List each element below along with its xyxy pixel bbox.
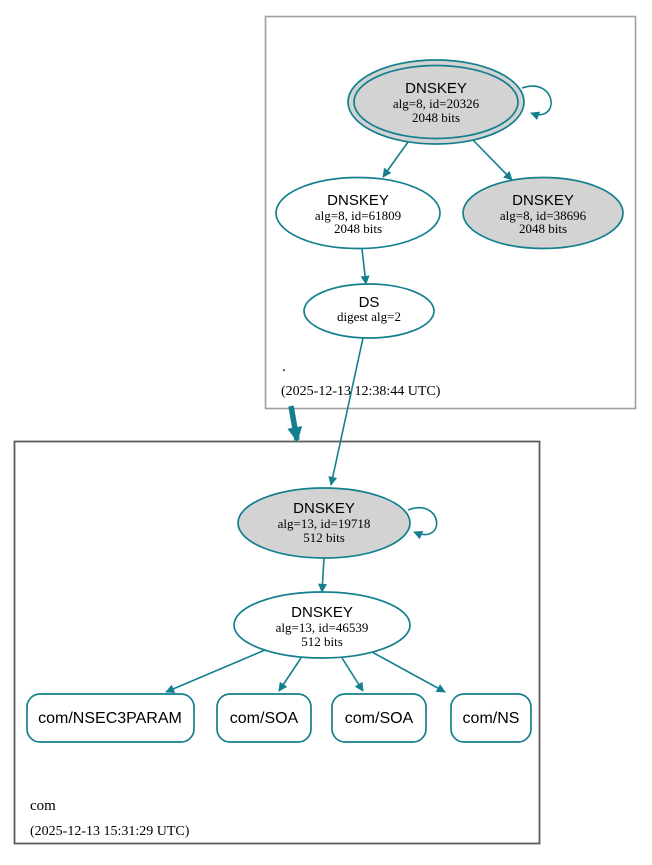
com-ksk-size: 512 bits [303, 530, 345, 545]
root-zsk-size: 2048 bits [334, 221, 382, 236]
edge-com-zsk-to-soa1-arrow [278, 657, 302, 692]
edge-com-zsk-to-nsec3param-arrow [165, 649, 266, 693]
root-zsk-ellipse[interactable] [275, 176, 441, 250]
rrset-com-soa-2-rect[interactable] [331, 693, 427, 743]
root-ksk-type: DNSKEY [405, 80, 467, 97]
root-ksk-detail: alg=8, id=20326 [393, 96, 480, 111]
edge-root-zsk-to-ds-arrow [360, 248, 370, 285]
com-ksk-type: DNSKEY [293, 500, 355, 517]
edge-ds-to-com-ksk-arrow [328, 337, 364, 486]
ds-node[interactable]: DS digest alg=2 [303, 283, 435, 339]
edge-com-ksk-to-zsk-arrow [317, 557, 327, 593]
root-ksk-size: 2048 bits [412, 110, 460, 125]
root-key2-type: DNSKEY [512, 192, 574, 209]
rrset-com-soa-2-label: com/SOA [345, 710, 414, 727]
root-ksk-outer-ellipse[interactable] [347, 59, 525, 145]
rrset-com-ns-label: com/NS [463, 710, 520, 727]
com-zone-name: com [30, 798, 56, 814]
com-zsk-ellipse[interactable] [233, 591, 411, 659]
rrset-com-ns-rect[interactable] [450, 693, 532, 743]
ds-detail: digest alg=2 [337, 309, 401, 324]
ds-type: DS [359, 294, 380, 311]
rrset-com-soa-1-rect[interactable] [216, 693, 312, 743]
com-zsk-dnskey-node[interactable]: DNSKEY alg=13, id=46539 512 bits [233, 591, 411, 659]
edge-com-ksk-self-loop-arrow [407, 507, 438, 540]
root-key2-detail: alg=8, id=38696 [500, 208, 587, 223]
ds-ellipse[interactable] [303, 283, 435, 339]
root-zone-name: . [282, 359, 286, 375]
rrset-com-nsec3param-rect[interactable] [26, 693, 195, 743]
root-key2-dnskey-node[interactable]: DNSKEY alg=8, id=38696 2048 bits [462, 176, 624, 250]
rrset-com-nsec3param[interactable]: com/NSEC3PARAM [26, 693, 195, 743]
edge-com-zsk-to-soa2-arrow [341, 657, 364, 692]
com-zsk-detail: alg=13, id=46539 [276, 620, 369, 635]
root-key2-ellipse[interactable] [462, 176, 624, 250]
root-zone-box [264, 15, 637, 410]
com-zsk-type: DNSKEY [291, 604, 353, 621]
root-ksk-dnskey-node[interactable]: DNSKEY alg=8, id=20326 2048 bits [347, 59, 525, 145]
rrset-com-soa-1-label: com/SOA [230, 710, 299, 727]
root-key2-size: 2048 bits [519, 221, 567, 236]
edge-root-ksk-to-key2-arrow [472, 139, 513, 181]
root-zsk-type: DNSKEY [327, 192, 389, 209]
com-zone-box [13, 440, 541, 845]
com-zsk-size: 512 bits [301, 634, 343, 649]
root-zone-timestamp: (2025-12-13 12:38:44 UTC) [281, 384, 441, 399]
com-zone-timestamp: (2025-12-13 15:31:29 UTC) [30, 824, 190, 839]
edge-com-zsk-to-ns-arrow [371, 651, 446, 693]
root-zsk-dnskey-node[interactable]: DNSKEY alg=8, id=61809 2048 bits [275, 176, 441, 250]
edge-root-ksk-self-loop-arrow [521, 85, 552, 121]
root-ksk-inner-ellipse [353, 64, 519, 140]
com-ksk-dnskey-node[interactable]: DNSKEY alg=13, id=19718 512 bits [237, 487, 411, 559]
rrset-com-soa-1[interactable]: com/SOA [216, 693, 312, 743]
com-ksk-ellipse[interactable] [237, 487, 411, 559]
rrset-com-soa-2[interactable]: com/SOA [331, 693, 427, 743]
rrset-com-ns[interactable]: com/NS [450, 693, 532, 743]
root-zsk-detail: alg=8, id=61809 [315, 208, 401, 223]
rrset-com-nsec3param-label: com/NSEC3PARAM [38, 710, 182, 727]
com-ksk-detail: alg=13, id=19718 [278, 516, 371, 531]
edge-root-ksk-to-zsk-arrow [382, 141, 409, 178]
edge-root-zone-to-com-zone-thick-arrow [287, 405, 303, 443]
